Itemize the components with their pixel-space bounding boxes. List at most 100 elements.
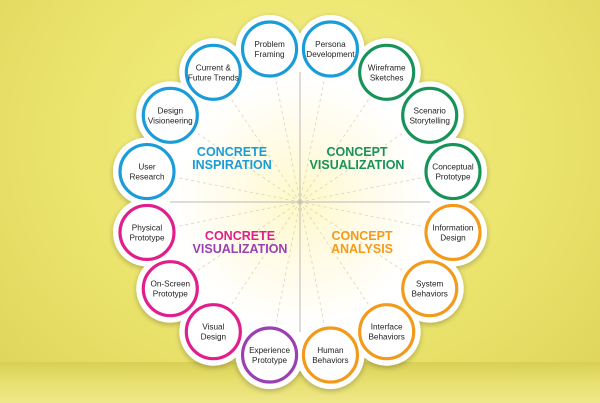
node-label-line: Prototype xyxy=(129,233,164,242)
quadrant-label-line: CONCRETE xyxy=(197,145,267,159)
node-ring xyxy=(401,86,459,144)
node-ring xyxy=(118,142,176,201)
node-label-line: Research xyxy=(129,173,164,182)
quadrant-label-line: CONCRETE xyxy=(205,229,275,243)
spoke-line xyxy=(299,201,423,227)
node-label-line: Current & xyxy=(196,63,232,72)
node-label: Current &Future Trends xyxy=(188,63,239,82)
node-label-line: User xyxy=(138,163,156,172)
node-label-line: Design xyxy=(201,333,227,342)
node-ring xyxy=(240,20,299,78)
spoke-line xyxy=(299,79,325,203)
node-label-line: Persona xyxy=(315,40,346,49)
node-ring xyxy=(401,260,459,318)
spoke-line xyxy=(230,201,301,307)
quadrant-label-line: CONCEPT xyxy=(326,145,387,159)
node-ring xyxy=(118,203,176,262)
spoke-line xyxy=(230,97,301,203)
spoke-line xyxy=(275,79,301,203)
node-label-line: Development xyxy=(306,50,355,59)
node-label-line: Information xyxy=(433,223,474,232)
node-label-line: Scenario xyxy=(414,106,447,115)
node-ring xyxy=(184,43,242,101)
node-ring xyxy=(141,86,199,144)
quadrant-label-line: VISUALIZATION xyxy=(310,158,405,172)
quadrant-label-line: VISUALIZATION xyxy=(193,242,288,256)
node-label-line: Design xyxy=(158,106,184,115)
node-label-line: Physical xyxy=(132,223,163,232)
node-ring xyxy=(240,326,299,384)
node-label-line: Experience xyxy=(249,346,290,355)
spoke-line xyxy=(299,201,370,307)
node-label-line: Framing xyxy=(255,50,285,59)
node-label-line: Design xyxy=(440,233,466,242)
node-ring xyxy=(301,20,360,78)
node-label-line: On-Screen xyxy=(150,280,190,289)
quadrant-label-line: INSPIRATION xyxy=(192,158,272,172)
node-label-line: Wireframe xyxy=(368,63,406,72)
node-label-line: Sketches xyxy=(370,73,404,82)
spoke-line xyxy=(177,177,301,203)
spoke-line xyxy=(195,201,301,272)
node-ring xyxy=(141,260,199,318)
node-ring xyxy=(424,203,482,262)
spoke-line xyxy=(177,201,301,227)
node-label-line: Human xyxy=(317,346,344,355)
node-label-line: Problem xyxy=(254,40,285,49)
node-ring xyxy=(358,43,416,101)
node-label-line: Prototype xyxy=(252,356,287,365)
node-label-line: Prototype xyxy=(435,173,470,182)
spoke-line xyxy=(275,201,301,325)
node-ring xyxy=(301,326,360,384)
spoke-line xyxy=(299,97,370,203)
node-label-line: Future Trends xyxy=(188,73,239,82)
spoke-line xyxy=(299,201,325,325)
spoke-line xyxy=(299,177,423,203)
node-label-line: Storytelling xyxy=(409,116,450,125)
quadrant-label-line: ANALYSIS xyxy=(331,242,393,256)
spoke-line xyxy=(299,201,405,272)
spoke-line xyxy=(195,132,301,203)
node-label-line: Visual xyxy=(202,323,224,332)
node-label-line: Interface xyxy=(371,323,403,332)
node-label-line: Visioneering xyxy=(148,116,193,125)
node-label-line: Behaviors xyxy=(411,290,447,299)
quadrant-label-line: CONCEPT xyxy=(331,229,392,243)
node-label-line: Behaviors xyxy=(368,333,404,342)
node-ring xyxy=(184,303,242,361)
node-label-line: Conceptual xyxy=(432,163,474,172)
wheel-spokes xyxy=(177,79,423,325)
